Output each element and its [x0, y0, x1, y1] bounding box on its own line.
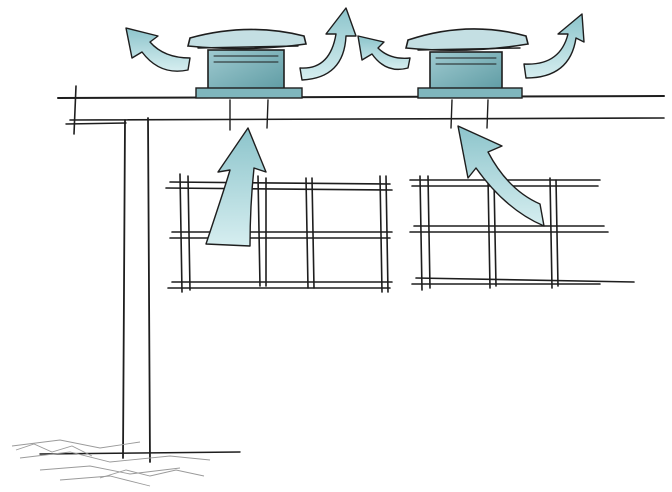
exhaust-arrow-left-fan-left	[125, 27, 191, 72]
roof-line-top	[57, 95, 665, 99]
fan-cap-rim	[417, 47, 521, 51]
eave-tick-inner	[65, 122, 127, 125]
roof-fan-right	[404, 28, 529, 99]
exhaust-arrow-right-fan-right	[523, 13, 585, 79]
roof-fan-left	[186, 28, 307, 99]
building-structure	[11, 85, 665, 487]
ground-scribble	[11, 439, 211, 487]
wall-column-outer	[122, 119, 126, 459]
fan-housing-slats	[435, 57, 497, 65]
intake-arrow-right	[457, 125, 545, 227]
roof-tick	[486, 99, 489, 129]
window-left	[165, 173, 393, 293]
fan-housing-slats	[213, 55, 279, 63]
roof-line-bottom	[69, 117, 665, 121]
wall-column-inner	[147, 117, 151, 463]
fan-base	[417, 87, 523, 99]
fan-base	[195, 87, 303, 99]
exhaust-arrow-right-fan-left	[357, 35, 411, 71]
window-right	[409, 175, 635, 291]
roof-tick	[266, 99, 269, 129]
fan-cap-rim	[197, 45, 299, 49]
roof-tick	[450, 99, 453, 129]
fan-cap	[404, 28, 529, 52]
intake-arrow-left	[205, 127, 267, 247]
ground-line	[39, 451, 241, 455]
exhaust-arrow-left-fan-right	[299, 7, 357, 81]
eave-tick-left	[73, 85, 77, 135]
